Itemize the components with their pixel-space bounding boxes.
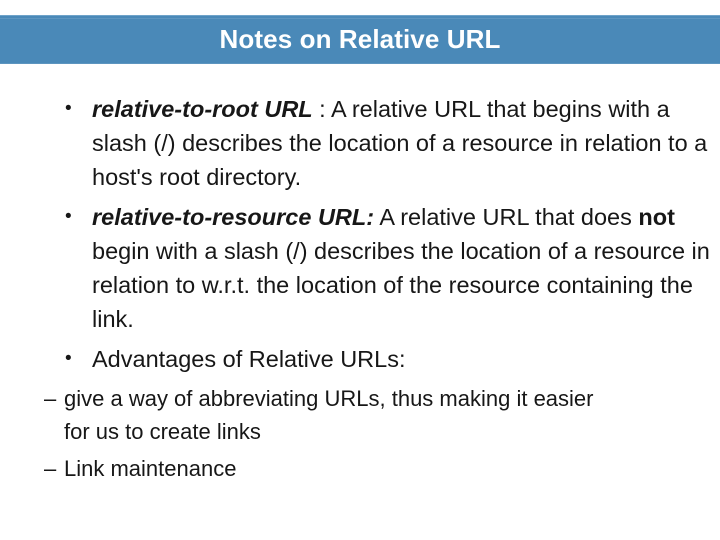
- dash-marker-icon: –: [44, 386, 57, 411]
- bullet-term: relative-to-root URL: [92, 96, 313, 122]
- bullet-text: relative-to-root URL : A relative URL th…: [92, 92, 712, 194]
- sub-bullet-text: Link maintenance: [64, 456, 237, 481]
- banner-top-hairline: [0, 15, 720, 16]
- bullet-body-pre: A relative URL that does: [379, 204, 639, 230]
- bullet-body: A relative URL that begins with a slash …: [92, 96, 708, 190]
- bullet-marker-icon: •: [65, 348, 72, 369]
- slide-body: • relative-to-root URL : A relative URL …: [0, 92, 720, 489]
- list-item: • Advantages of Relative URLs:: [56, 342, 712, 376]
- bullet-emphasis: not: [638, 204, 675, 230]
- page-title: Notes on Relative URL: [219, 24, 501, 54]
- list-item: • relative-to-resource URL: A relative U…: [56, 200, 712, 336]
- bullet-body-post: begin with a slash (/) describes the loc…: [92, 238, 710, 332]
- sub-bullet-text: give a way of abbreviating URLs, thus ma…: [64, 386, 594, 444]
- sub-bullet-list: – give a way of abbreviating URLs, thus …: [0, 382, 720, 485]
- slide-title-banner: Notes on Relative URL: [0, 15, 720, 64]
- bullet-text: relative-to-resource URL: A relative URL…: [92, 200, 712, 336]
- bullet-body: Advantages of Relative URLs:: [92, 346, 406, 372]
- list-item: – Link maintenance: [44, 452, 624, 485]
- bullet-term: relative-to-resource URL:: [92, 204, 375, 230]
- banner-bottom-hairline: [0, 63, 720, 64]
- bullet-list: • relative-to-root URL : A relative URL …: [0, 92, 720, 485]
- list-item: – give a way of abbreviating URLs, thus …: [44, 382, 624, 448]
- banner-secondary-hairline: [0, 18, 720, 19]
- dash-marker-icon: –: [44, 456, 57, 481]
- bullet-marker-icon: •: [65, 98, 72, 119]
- bullet-marker-icon: •: [65, 206, 72, 227]
- bullet-separator: :: [312, 96, 331, 122]
- list-item: • relative-to-root URL : A relative URL …: [56, 92, 712, 194]
